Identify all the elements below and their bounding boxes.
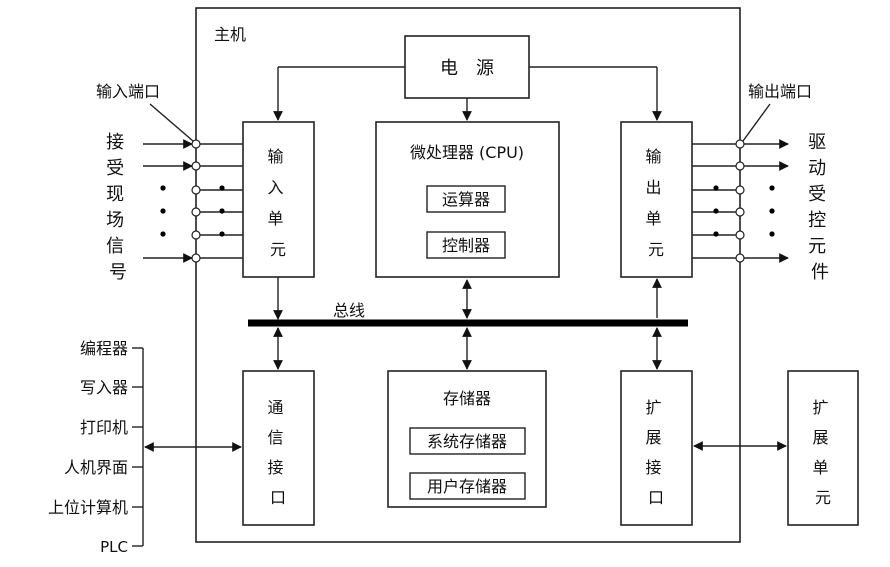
memory-title: 存储器 [443, 389, 491, 408]
peripheral-programmer: 编程器 [80, 339, 128, 358]
comm-interface-box [242, 370, 315, 526]
expansion-unit-label: 扩 展 单 元 [812, 398, 833, 507]
expansion-interface-box [620, 370, 693, 526]
output-unit-label: 输 出 单 元 [645, 147, 666, 259]
output-signal-text: 驱 动 受 控 元 件 [808, 132, 832, 283]
output-unit-box [620, 121, 693, 278]
bus-label: 总线 [333, 301, 365, 320]
cpu-title: 微处理器 (CPU) [410, 143, 524, 162]
peripheral-list: 编程器 写入器 打印机 人机界面 上位计算机 PLC [48, 339, 144, 556]
input-port-pointer [149, 103, 194, 142]
output-port-pointer [742, 103, 771, 142]
peripheral-hmi: 人机界面 [64, 458, 128, 477]
peripheral-host-computer: 上位计算机 [48, 498, 128, 517]
input-ports [143, 139, 243, 263]
output-port-label: 输出端口 [748, 82, 812, 101]
power-label: 电 源 [440, 58, 494, 79]
expansion-interface-label: 扩 展 接 口 [645, 398, 666, 507]
host-label: 主机 [214, 25, 246, 44]
alu-box [426, 185, 506, 213]
controller-box [426, 231, 506, 259]
output-ports [692, 139, 789, 263]
peripheral-writer: 写入器 [80, 378, 128, 397]
input-unit-box [242, 121, 315, 278]
input-port-label: 输入端口 [96, 82, 160, 101]
controller-label: 控制器 [442, 236, 490, 255]
system-memory-label: 系统存储器 [427, 432, 507, 451]
system-memory-box [409, 427, 526, 455]
power-box [404, 35, 530, 99]
input-unit-label: 输 入 单 元 [267, 147, 288, 259]
peripheral-plc: PLC [100, 538, 128, 556]
expansion-unit-box [787, 370, 859, 526]
comm-interface-label: 通 信 接 口 [267, 398, 288, 507]
user-memory-box [409, 472, 526, 500]
peripheral-printer: 打印机 [80, 418, 128, 437]
input-signal-text: 接 受 现 场 信 号 [106, 132, 130, 283]
user-memory-label: 用户存储器 [427, 477, 507, 496]
alu-label: 运算器 [442, 190, 490, 209]
